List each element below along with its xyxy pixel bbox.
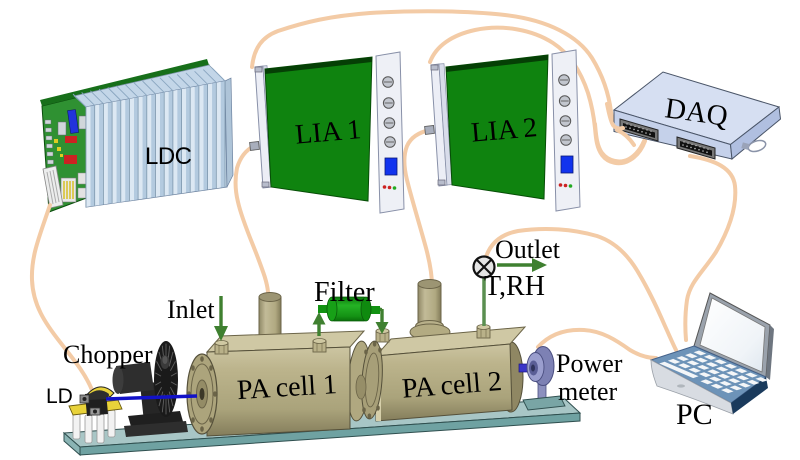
svg-text:LDC: LDC (145, 143, 192, 170)
svg-text:meter: meter (558, 377, 618, 406)
svg-text:LIA 2: LIA 2 (470, 112, 539, 149)
svg-text:Power: Power (556, 349, 623, 378)
svg-text:T,RH: T,RH (484, 271, 545, 302)
svg-text:Filter: Filter (314, 277, 375, 308)
svg-text:Inlet: Inlet (167, 295, 215, 324)
svg-text:Chopper: Chopper (63, 340, 153, 369)
svg-text:LD: LD (46, 385, 73, 408)
svg-text:LIA 1: LIA 1 (294, 114, 363, 151)
svg-text:PA cell 1: PA cell 1 (236, 369, 338, 406)
svg-text:Outlet: Outlet (495, 235, 561, 264)
svg-text:PC: PC (676, 398, 713, 431)
